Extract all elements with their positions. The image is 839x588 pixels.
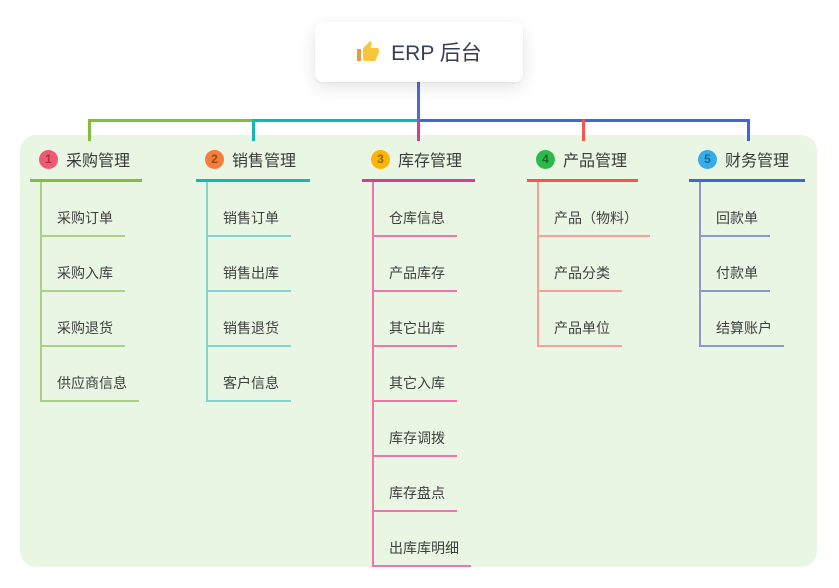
connector-line-sales — [254, 119, 418, 122]
child-node[interactable]: 客户信息 — [206, 373, 291, 402]
connector-drop-inventory — [417, 119, 420, 141]
child-node[interactable]: 采购退货 — [40, 318, 125, 347]
child-node[interactable]: 产品库存 — [372, 263, 457, 292]
child-node[interactable]: 产品单位 — [537, 318, 622, 347]
branch-finance-management: 5 财务管理 回款单 付款单 结算账户 — [689, 145, 805, 347]
branch-purchase-management: 1 采购管理 采购订单 采购入库 采购退货 供应商信息 — [30, 145, 142, 402]
child-node[interactable]: 销售出库 — [206, 263, 291, 292]
child-node[interactable]: 产品分类 — [537, 263, 622, 292]
badge-number-4: 4 — [536, 149, 555, 169]
connector-trunk — [206, 182, 208, 402]
branch-children: 采购订单 采购入库 采购退货 供应商信息 — [40, 182, 142, 402]
list-item: 销售退货 — [206, 292, 310, 347]
list-item: 采购订单 — [40, 182, 142, 237]
connector-line-purchase — [88, 119, 254, 122]
root-title: ERP 后台 — [391, 42, 482, 65]
branch-node[interactable]: 1 采购管理 — [30, 145, 142, 182]
connector-trunk — [40, 182, 42, 402]
child-node[interactable]: 采购入库 — [40, 263, 125, 292]
list-item: 结算账户 — [699, 292, 805, 347]
badge-number-2: 2 — [205, 149, 224, 169]
connector-drop-product — [582, 119, 585, 141]
child-node[interactable]: 供应商信息 — [40, 373, 139, 402]
branch-children: 销售订单 销售出库 销售退货 客户信息 — [206, 182, 310, 402]
list-item: 出库库明细 — [372, 512, 475, 567]
list-item: 产品单位 — [537, 292, 638, 347]
branch-product-management: 4 产品管理 产品（物料） 产品分类 产品单位 — [527, 145, 650, 347]
branch-sales-management: 2 销售管理 销售订单 销售出库 销售退货 客户信息 — [196, 145, 310, 402]
child-node[interactable]: 销售退货 — [206, 318, 291, 347]
branch-title: 产品管理 — [563, 153, 628, 170]
list-item: 销售订单 — [206, 182, 310, 237]
list-item: 产品分类 — [537, 237, 638, 292]
connector-trunk — [372, 182, 374, 567]
branch-children: 产品（物料） 产品分类 产品单位 — [537, 182, 650, 347]
root-connector-line — [417, 82, 420, 121]
badge-number-3: 3 — [371, 149, 390, 169]
branch-title: 销售管理 — [232, 153, 297, 170]
list-item: 销售出库 — [206, 237, 310, 292]
connector-drop-sales — [252, 119, 255, 141]
list-item: 产品（物料） — [537, 182, 650, 237]
branch-node[interactable]: 4 产品管理 — [527, 145, 638, 182]
connector-trunk — [699, 182, 701, 347]
branch-inventory-management: 3 库存管理 仓库信息 产品库存 其它出库 其它入库 库存调拨 库存盘点 出库库… — [362, 145, 475, 567]
child-node[interactable]: 结算账户 — [699, 318, 784, 347]
list-item: 客户信息 — [206, 347, 310, 402]
list-item: 库存调拨 — [372, 402, 475, 457]
list-item: 其它入库 — [372, 347, 475, 402]
mindmap-panel-background — [20, 135, 817, 567]
list-item: 其它出库 — [372, 292, 475, 347]
connector-drop-finance — [747, 119, 750, 141]
list-item: 供应商信息 — [40, 347, 142, 402]
branch-children: 回款单 付款单 结算账户 — [699, 182, 805, 347]
connector-trunk — [537, 182, 539, 347]
list-item: 库存盘点 — [372, 457, 475, 512]
child-node[interactable]: 库存盘点 — [372, 483, 457, 512]
list-item: 仓库信息 — [372, 182, 475, 237]
connector-drop-purchase — [88, 119, 91, 141]
child-node[interactable]: 库存调拨 — [372, 428, 457, 457]
list-item: 采购入库 — [40, 237, 142, 292]
badge-number-1: 1 — [39, 149, 58, 169]
badge-number-5: 5 — [698, 149, 717, 169]
child-node[interactable]: 其它入库 — [372, 373, 457, 402]
branch-title: 财务管理 — [725, 153, 790, 170]
child-node[interactable]: 采购订单 — [40, 208, 125, 237]
child-node[interactable]: 仓库信息 — [372, 208, 457, 237]
branch-children: 仓库信息 产品库存 其它出库 其它入库 库存调拨 库存盘点 出库库明细 — [372, 182, 475, 567]
thumbs-up-icon — [356, 40, 380, 64]
list-item: 回款单 — [699, 182, 805, 237]
child-node[interactable]: 付款单 — [699, 263, 770, 292]
child-node[interactable]: 产品（物料） — [537, 208, 650, 237]
branch-node[interactable]: 5 财务管理 — [689, 145, 805, 182]
branch-node[interactable]: 3 库存管理 — [362, 145, 475, 182]
child-node[interactable]: 出库库明细 — [372, 538, 471, 567]
list-item: 付款单 — [699, 237, 805, 292]
list-item: 产品库存 — [372, 237, 475, 292]
child-node[interactable]: 回款单 — [699, 208, 770, 237]
root-node[interactable]: ERP 后台 — [315, 22, 523, 82]
list-item: 采购退货 — [40, 292, 142, 347]
branch-title: 库存管理 — [398, 153, 463, 170]
branch-title: 采购管理 — [66, 153, 131, 170]
child-node[interactable]: 其它出库 — [372, 318, 457, 347]
child-node[interactable]: 销售订单 — [206, 208, 291, 237]
branch-node[interactable]: 2 销售管理 — [196, 145, 310, 182]
